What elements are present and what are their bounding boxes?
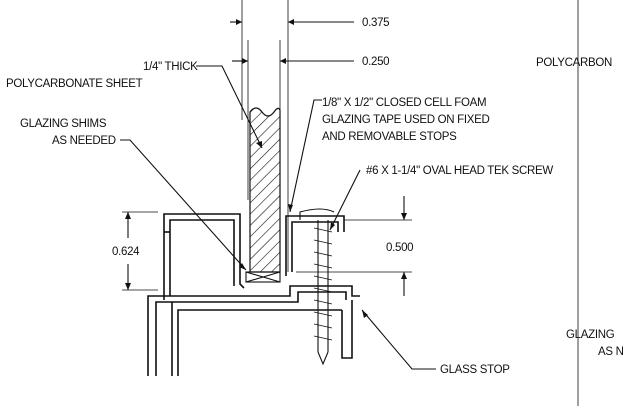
glazing-shims [245,271,281,283]
screw-callout: #6 X 1-1/4" OVAL HEAD TEK SCREW [329,165,554,231]
glazing-right-label-line2: AS N [598,346,624,358]
glass-stop-label: GLASS STOP [440,364,510,376]
sheet-label-line1: 1/4" THICK [143,61,198,73]
tek-screw [313,220,333,366]
dimension-0250-label: 0.250 [362,56,389,68]
polycarbonate-right-label: POLYCARBON [536,57,612,69]
dimension-0250: 0.250 [232,56,390,68]
dimension-0375-label: 0.375 [362,17,389,29]
foam-tape-label-line1: 1/8" X 1/2" CLOSED CELL FOAM [322,97,486,109]
dimension-0624: 0.624 [112,211,158,291]
foam-tape-label-line3: AND REMOVABLE STOPS [322,131,457,143]
shims-label-line2: AS NEEDED [52,135,116,147]
glazing-right-label-line1: GLAZING [566,329,615,341]
screw-label: #6 X 1-1/4" OVAL HEAD TEK SCREW [366,165,553,177]
foam-tape-label-line2: GLAZING TAPE USED ON FIXED [322,114,490,126]
dimension-0375: 0.375 [230,17,390,29]
dimension-0624-label: 0.624 [112,246,140,258]
sheet-label-line2: POLYCARBONATE SHEET [6,78,143,90]
polycarbonate-sheet [249,107,281,273]
dimension-0500: 0.500 [296,196,414,296]
shims-label-line1: GLAZING SHIMS [20,118,107,130]
removable-stop-right [285,208,345,276]
glazing-shims-callout: GLAZING SHIMS AS NEEDED [20,118,247,271]
foam-tape-callout: 1/8" X 1/2" CLOSED CELL FOAM GLAZING TAP… [288,97,490,213]
sheet-callout: 1/4" THICK POLYCARBONATE SHEET [6,61,263,149]
frame-members [147,232,360,376]
fixed-stop-left [163,213,245,289]
dimension-0500-label: 0.500 [386,242,413,254]
glass-stop-callout: GLASS STOP [361,309,511,376]
